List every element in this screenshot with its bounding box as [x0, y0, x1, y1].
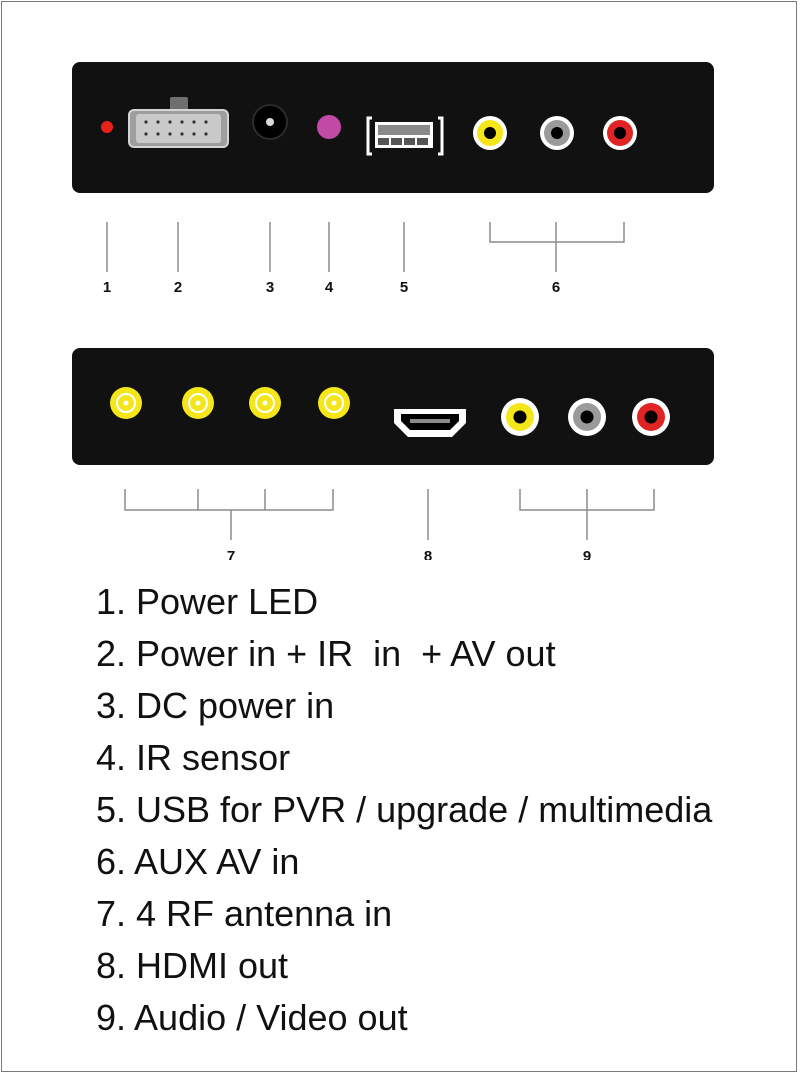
callout-4: 4: [325, 279, 334, 296]
hdmi-port-icon: [394, 409, 466, 437]
multi-pin-connector-icon: [128, 97, 229, 148]
power-led-icon: [101, 121, 113, 133]
legend-item: 1. Power LED: [96, 581, 319, 622]
rca-white-front-icon: [540, 116, 574, 150]
front-leader-lines: [106, 222, 625, 272]
front-callouts: 1 2 3 4 5 6: [103, 279, 560, 296]
callout-8: 8: [424, 548, 432, 560]
rear-leader-lines: [124, 489, 655, 540]
ir-sensor-icon: [317, 115, 341, 139]
legend-item: 8. HDMI out: [96, 945, 289, 986]
connector-diagram: 1 2 3 4 5 6: [72, 62, 714, 560]
legend-item: 6. AUX AV in: [96, 841, 300, 882]
callout-7: 7: [227, 548, 235, 560]
rf-antenna-3-icon: [249, 387, 281, 419]
rca-yellow-front-icon: [473, 116, 507, 150]
legend-item: 4. IR sensor: [96, 737, 291, 778]
rf-antenna-4-icon: [318, 387, 350, 419]
legend-item: 7. 4 RF antenna in: [96, 893, 393, 934]
callout-1: 1: [103, 279, 111, 296]
callout-3: 3: [266, 279, 274, 296]
rca-yellow-rear-icon: [501, 398, 539, 436]
callout-5: 5: [400, 279, 408, 296]
callout-6: 6: [552, 279, 560, 296]
rca-white-rear-icon: [568, 398, 606, 436]
callout-2: 2: [174, 279, 182, 296]
rear-panel: [72, 348, 714, 465]
rf-antenna-2-icon: [182, 387, 214, 419]
callout-9: 9: [583, 548, 591, 560]
usb-port-icon: [366, 116, 444, 156]
legend-item: 3. DC power in: [96, 685, 335, 726]
rf-antenna-1-icon: [110, 387, 142, 419]
rear-panel-body: [72, 348, 714, 465]
dc-jack-icon: [252, 104, 288, 140]
front-panel: [72, 62, 714, 193]
legend-item: 5. USB for PVR / upgrade / multimedia: [96, 789, 713, 830]
legend-item: 2. Power in + IR in + AV out: [96, 633, 556, 674]
rca-red-rear-icon: [632, 398, 670, 436]
rca-red-front-icon: [603, 116, 637, 150]
rear-callouts: 7 8 9: [227, 548, 591, 560]
legend-list: 1. Power LED 2. Power in + IR in + AV ou…: [96, 576, 712, 1044]
legend-item: 9. Audio / Video out: [96, 997, 408, 1038]
